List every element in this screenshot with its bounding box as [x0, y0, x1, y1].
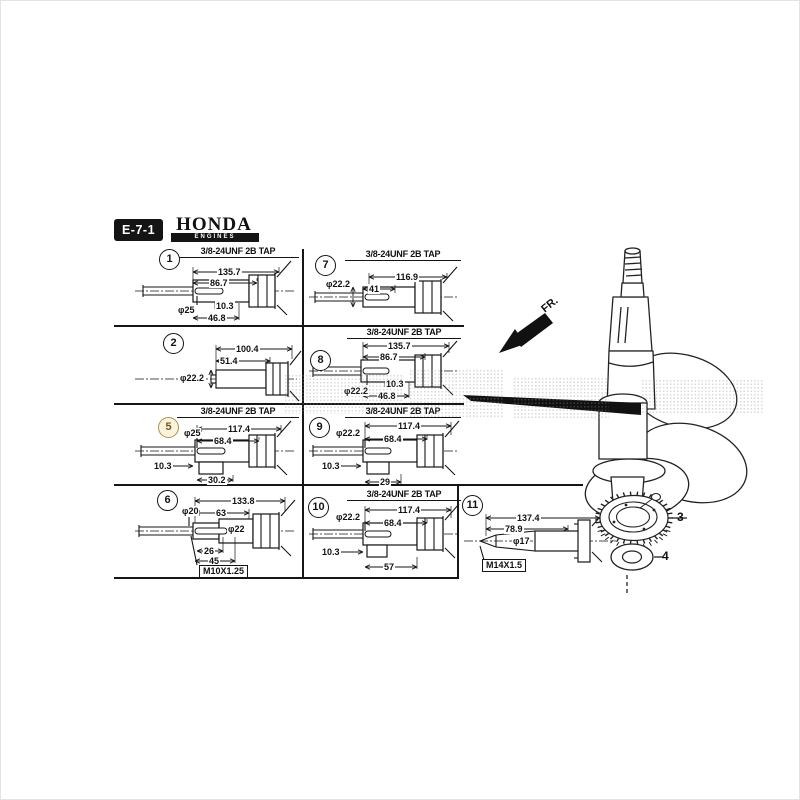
item-number-badge: 2 — [163, 333, 184, 354]
dim-label: φ17 — [512, 536, 531, 546]
grid-vertical-divider-2 — [457, 485, 459, 578]
honda-logo: HONDA ENGINES — [167, 215, 261, 242]
shaft-drawing — [309, 340, 458, 399]
dim-label: 10.3 — [321, 547, 341, 557]
panel-8: 8 3/8-24UNF 2B TAP 135.7 86.7 10.3 φ22.2… — [305, 327, 465, 403]
part-callout-4: 4 — [662, 549, 669, 563]
dim-label: 51.4 — [219, 356, 239, 366]
dim-label: 117.4 — [227, 424, 252, 434]
dim-label: 86.7 — [379, 352, 399, 362]
shaft-drawing — [464, 509, 616, 563]
dim-label: 117.4 — [397, 505, 422, 515]
shaft-drawing — [309, 420, 460, 485]
thread-spec-label: 3/8-24UNF 2B TAP — [345, 249, 461, 261]
dim-label: 46.8 — [377, 391, 397, 401]
panel-2: 2 100.4 51.4 φ22.2 — [131, 327, 303, 403]
item-number-badge: 1 — [159, 249, 180, 270]
thread-spec-label: 3/8-24UNF 2B TAP — [177, 406, 299, 418]
dim-label: φ22.2 — [335, 512, 361, 522]
panel-10: 10 3/8-24UNF 2B TAP 117.4 φ22.2 68.4 10.… — [305, 486, 465, 577]
thread-size-label: M10X1.25 — [199, 565, 249, 578]
dim-label: φ22 — [227, 524, 246, 534]
item-number-badge: 11 — [462, 495, 483, 516]
dim-label: 10.3 — [385, 379, 405, 389]
neck — [620, 282, 645, 298]
dim-label: 45 — [208, 556, 221, 566]
panel-7: 7 3/8-24UNF 2B TAP 116.9 φ22.2 41 — [305, 247, 465, 325]
shaft-drawing — [135, 497, 296, 566]
dim-label: 41 — [368, 284, 381, 294]
dim-label: φ22.2 — [335, 428, 361, 438]
dim-label: 86.7 — [209, 278, 229, 288]
shaft-drawing — [135, 420, 295, 483]
threaded-stub — [622, 250, 643, 284]
dim-label: 135.7 — [217, 267, 242, 277]
dim-label: 29 — [379, 477, 392, 487]
dim-label: 63 — [215, 508, 228, 518]
pointer-arrow — [463, 395, 641, 415]
dim-label: φ20 — [181, 506, 200, 516]
panel-11: 11 137.4 78.9 φ17 M14X1.5 — [460, 486, 620, 577]
honda-wordmark: HONDA — [176, 214, 252, 235]
dim-label: 100.4 — [235, 344, 260, 354]
panel-9: 9 3/8-24UNF 2B TAP 117.4 φ22.2 68.4 10.3… — [305, 405, 465, 487]
dim-label: 68.4 — [213, 436, 233, 446]
grid-horizontal-divider-4 — [114, 577, 459, 579]
item-number-badge-highlighted: 5 — [158, 417, 179, 438]
item-number-badge: 6 — [157, 490, 178, 511]
thread-spec-label: 3/8-24UNF 2B TAP — [177, 246, 299, 258]
dim-label: 30.2 — [207, 475, 227, 485]
panel-6: 6 133.8 φ20 63 φ22 26 45 M10X1.25 — [131, 486, 303, 578]
dim-label: φ22.2 — [325, 279, 351, 289]
item-number-badge: 7 — [315, 255, 336, 276]
thread-spec-label: 3/8-24UNF 2B TAP — [347, 489, 461, 501]
dim-label: 68.4 — [383, 518, 403, 528]
section-code-badge: E-7-1 — [114, 219, 163, 241]
dim-label: φ25 — [177, 305, 196, 315]
dim-label: 117.4 — [397, 421, 422, 431]
dim-label: 26 — [203, 546, 216, 556]
dim-label: 133.8 — [231, 496, 256, 506]
taper-section — [608, 296, 653, 352]
thread-size-label: M14X1.5 — [482, 559, 527, 572]
grid-horizontal-divider-1 — [114, 325, 464, 327]
dim-label: 68.4 — [383, 434, 403, 444]
dim-label: φ25 — [183, 428, 202, 438]
grid-vertical-divider — [302, 249, 304, 578]
dim-label: φ22.2 — [343, 386, 369, 396]
panel-1: 1 3/8-24UNF 2B TAP 135.7 86.7 10.3 φ25 4… — [131, 246, 303, 325]
shaft-drawing — [135, 345, 302, 402]
dim-label: 78.9 — [504, 524, 524, 534]
crankshaft-illustration — [463, 247, 748, 593]
engines-sublabel: ENGINES — [171, 233, 259, 242]
dim-label: 10.3 — [321, 461, 341, 471]
thread-spec-label: 3/8-24UNF 2B TAP — [345, 406, 461, 418]
dim-label: φ22.2 — [179, 373, 205, 383]
dim-label: 116.9 — [395, 272, 420, 282]
panel-5-selected: 5 3/8-24UNF 2B TAP 117.4 φ25 68.4 10.3 3… — [131, 405, 303, 485]
shaft-drawing — [135, 260, 295, 321]
item-number-badge: 9 — [309, 417, 330, 438]
dim-label: 46.8 — [207, 313, 227, 323]
dim-label: 135.7 — [387, 341, 412, 351]
grid-horizontal-divider-2 — [114, 403, 464, 405]
dim-label: 137.4 — [516, 513, 541, 523]
dim-label: 10.3 — [215, 301, 235, 311]
washer-part-4 — [610, 543, 654, 571]
part-callout-3: 3 — [677, 510, 684, 524]
grid-horizontal-divider-3 — [114, 484, 583, 486]
dim-label: 10.3 — [153, 461, 173, 471]
fr-arrow-shaft — [513, 313, 553, 347]
dim-label: 57 — [383, 562, 396, 572]
thread-spec-label: 3/8-24UNF 2B TAP — [347, 327, 461, 339]
item-number-badge: 10 — [308, 497, 329, 518]
item-number-badge: 8 — [310, 350, 331, 371]
